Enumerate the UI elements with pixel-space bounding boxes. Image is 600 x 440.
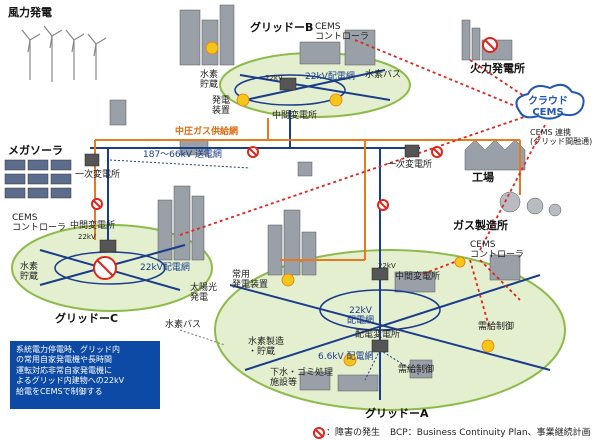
cloud-cems-label: クラウド CEMS bbox=[528, 96, 568, 118]
solar-c-label: 太陽光 発電 bbox=[190, 283, 218, 304]
kv22-c-label: 22kV bbox=[78, 233, 96, 241]
factory-label: 工場 bbox=[472, 171, 494, 184]
primary-substation-left-label: 一次変電所 bbox=[75, 170, 121, 180]
sewage-label: 下水・ゴミ処理 施設等 bbox=[270, 368, 334, 389]
mega-solar-label: メガソーラ bbox=[8, 144, 63, 157]
fault-markers bbox=[91, 37, 498, 439]
wind-power-label: 風力発電 bbox=[8, 6, 52, 19]
cloud-cems-icon bbox=[515, 83, 585, 120]
cems-links bbox=[179, 39, 546, 331]
power-unit-b-label: 発電 装置 bbox=[212, 96, 231, 117]
grid-c-label: グリッドーC bbox=[55, 312, 119, 325]
buildings-grid-c-icon bbox=[157, 185, 205, 261]
factory-icon bbox=[464, 139, 526, 171]
thermal-plant-label: 火力発電所 bbox=[470, 62, 525, 75]
local-distribution-dotted bbox=[109, 159, 421, 381]
cems-controller-c-label: CEMS コントローラ bbox=[12, 213, 67, 234]
mid-gas-network-label: 中圧ガス供給網 bbox=[175, 127, 239, 137]
h2-bus-b-label: 水素バス bbox=[365, 70, 402, 80]
mega-solar-icon bbox=[4, 159, 72, 199]
mid-substation-c-label: 中間変電所 bbox=[70, 221, 116, 231]
gas-plant-icon bbox=[499, 191, 562, 217]
gas-plant-label: ガス製造所 bbox=[453, 219, 508, 232]
emergency-gen-label: 常用 発電装置 bbox=[232, 270, 269, 291]
demand-control-2-label: 需給制御 bbox=[478, 322, 515, 332]
primary-substation-right-label: 一次変電所 bbox=[387, 160, 433, 170]
demand-control-1-label: 需給制御 bbox=[398, 365, 435, 375]
h2-mfg-label: 水素製造 ・貯蔵 bbox=[248, 337, 285, 358]
cems-controller-b-label: CEMS コントローラ bbox=[315, 22, 370, 43]
wind-turbines-icon bbox=[21, 25, 107, 82]
mid-substation-b-label: 中間変電所 bbox=[272, 111, 318, 121]
grid-b-label: グリッドーB bbox=[250, 21, 314, 34]
dist-network-c-label: 22kV配電網 bbox=[140, 263, 190, 273]
cems-controller-a-label: CEMS コントローラ bbox=[470, 240, 525, 261]
h2-storage-c-label: 水素 貯蔵 bbox=[20, 262, 39, 283]
legend-fault-label: ：障害の発生 bbox=[326, 428, 381, 438]
h2-bus-c-label: 水素バス bbox=[165, 320, 202, 330]
dist-substation-a-label: 配電変電所 bbox=[355, 330, 401, 340]
mid-substation-a-label: 中間変電所 bbox=[395, 272, 441, 282]
note-box: 系統電力停電時、グリッド内 の常用自家発電機や長時間 運転対応非常自家発電機に … bbox=[10, 341, 160, 409]
transmission-network-label: 187～66kV 送電網 bbox=[143, 150, 222, 160]
kv22-b-label: 22kV bbox=[265, 74, 283, 82]
kv22-a-label: 22kV bbox=[378, 262, 396, 270]
generator-stars bbox=[205, 41, 495, 367]
buildings-grid-a-icon bbox=[267, 209, 521, 392]
grid-a-label: グリッドーA bbox=[365, 407, 429, 420]
cems-link-label: CEMS 連携 (グリッド間融通) bbox=[530, 128, 593, 147]
substations bbox=[84, 77, 420, 353]
h2-storage-b-label: 水素 貯蔵 bbox=[200, 70, 219, 91]
kv66-network-label: 6.6kV 配電網 bbox=[318, 352, 374, 362]
legend-bcp-label: BCP：Business Continuity Plan、事業継続計画 bbox=[390, 428, 591, 438]
dist-network-b-label: 22kV配電網 bbox=[305, 72, 355, 82]
dist-network-a-label: 22kV 配電網 bbox=[347, 306, 375, 327]
